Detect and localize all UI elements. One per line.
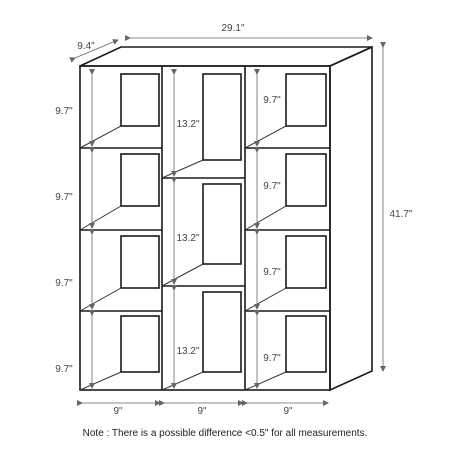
left-cube-height-label: 9.7" xyxy=(55,192,73,203)
right-cube-height-label: 9.7" xyxy=(263,95,281,106)
total-height-label: 41.7" xyxy=(389,209,412,220)
right-cube-height-label: 9.7" xyxy=(263,353,281,364)
bookcase-outline xyxy=(79,45,373,392)
middle-cube-height-label: 13.2" xyxy=(176,346,199,357)
right-cube-height-label: 9.7" xyxy=(263,267,281,278)
column-width-label: 9" xyxy=(283,406,293,417)
right-cube-height-label: 9.7" xyxy=(263,181,281,192)
middle-cube-height-label: 13.2" xyxy=(176,119,199,130)
left-cube-height-label: 9.7" xyxy=(55,364,73,375)
column-width-label: 9" xyxy=(113,406,123,417)
middle-column-cubes xyxy=(161,73,245,391)
right-column-cubes xyxy=(244,73,330,391)
left-cube-height-label: 9.7" xyxy=(55,278,73,289)
middle-cube-height-label: 13.2" xyxy=(176,233,199,244)
total-width-label: 29.1" xyxy=(221,23,244,34)
depth-label: 9.4" xyxy=(77,41,95,52)
left-cube-height-label: 9.7" xyxy=(55,106,73,117)
measurement-note: Note : There is a possible difference <0… xyxy=(82,428,368,439)
dimension-arrows xyxy=(69,35,386,406)
dimension-labels: 29.1" 9.4" 41.7" 9.7" 9.7" 9.7" 9.7" 13.… xyxy=(55,23,413,417)
column-width-label: 9" xyxy=(197,406,207,417)
